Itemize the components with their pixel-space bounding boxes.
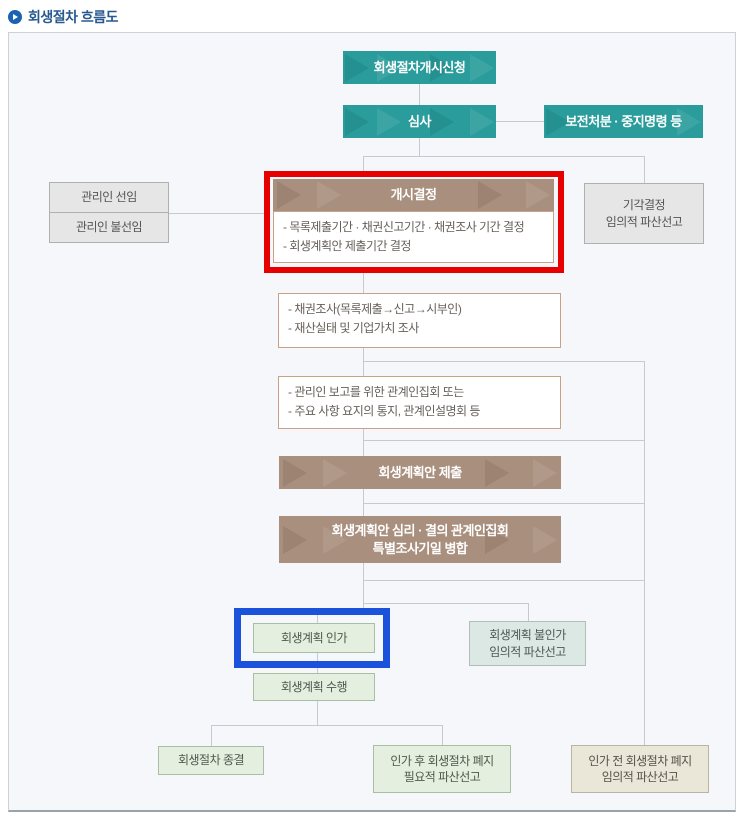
- node-label-line2: 임의적 파산선고: [605, 214, 683, 229]
- node-label-line2: 필요적 파산선고: [403, 770, 481, 784]
- connector-line: [442, 725, 443, 745]
- chevron-decoration: [485, 525, 509, 554]
- node-procedure-conclusion: 회생절차 종결: [158, 746, 264, 775]
- connector-line: [644, 361, 645, 745]
- node-plan-approval: 회생계획 인가: [253, 623, 375, 653]
- connector-line: [169, 213, 264, 214]
- connector-line: [211, 725, 443, 726]
- connector-line: [363, 503, 645, 504]
- connector-line: [363, 273, 364, 293]
- detail-item: - 관리인 보고를 위한 관계인집회 또는: [288, 385, 464, 399]
- node-plan-submission: 회생계획안 제출: [279, 456, 561, 489]
- chevron-decoration: [533, 525, 557, 554]
- chevron-decoration: [546, 107, 570, 136]
- chevron-decoration: [470, 107, 494, 136]
- node-preservation-order: 보전처분 · 중지명령 등: [544, 105, 703, 138]
- chevron-decoration: [323, 458, 347, 487]
- node-label: 회생계획 인가: [280, 630, 348, 645]
- node-label-line2: 임의적 파산선고: [601, 770, 679, 784]
- node-review: 심사: [343, 105, 496, 138]
- chevron-decoration: [283, 458, 307, 487]
- detail-item: - 회생계획안 제출기간 결정: [283, 239, 411, 254]
- chevron-decoration: [470, 53, 494, 82]
- connector-line: [363, 489, 364, 516]
- red-highlight-annotation: [264, 171, 564, 273]
- node-label: 개시결정: [390, 187, 437, 203]
- connector-line: [363, 580, 645, 581]
- node-commencement-application: 회생절차개시신청: [343, 51, 496, 84]
- chevron-decoration: [377, 107, 401, 136]
- page-title: 회생절차 흐름도: [28, 9, 119, 25]
- node-label-line1: 기각결정: [622, 198, 666, 213]
- detail-item: - 주요 사항 요지의 통지, 관계인설명회 등: [288, 404, 480, 419]
- commencement-decision-details: - 목록제출기간 · 채권신고기간 · 채권조사 기간 결정 - 회생계획안 제…: [273, 211, 554, 263]
- node-label-line2: 특별조사기일 병합: [372, 540, 468, 556]
- chevron-decoration: [345, 107, 369, 136]
- connector-line: [363, 156, 364, 171]
- connector-line: [363, 156, 645, 157]
- node-label: 관리인 선임: [81, 190, 137, 205]
- connector-line: [363, 603, 529, 604]
- chevron-decoration: [345, 53, 369, 82]
- node-label-line1: 인가 후 회생절차 폐지: [390, 753, 494, 768]
- chevron-decoration: [323, 525, 347, 554]
- node-label-line1: 회생계획 불인가: [489, 628, 566, 643]
- node-label: 회생절차 종결: [177, 753, 245, 768]
- page-header: 회생절차 흐름도: [8, 6, 119, 28]
- node-label: 보전처분 · 중지명령 등: [565, 113, 682, 129]
- chevron-decoration: [478, 181, 502, 209]
- claim-investigation-box: - 채권조사(목록제출→신고→시부인) - 재산실태 및 기업가치 조사: [278, 293, 561, 348]
- chevron-decoration: [677, 107, 701, 136]
- chevron-decoration: [430, 107, 454, 136]
- connector-line: [528, 603, 529, 621]
- node-label-line1: 회생계획안 심리 · 결의 관계인집회: [331, 522, 509, 538]
- node-label: 회생계획안 제출: [378, 464, 462, 480]
- node-plan-disapproval: 회생계획 불인가 임의적 파산선고: [469, 621, 586, 666]
- detail-item: - 채권조사(목록제출→신고→시부인): [288, 302, 462, 316]
- node-plan-execution: 회생계획 수행: [253, 673, 375, 701]
- chevron-decoration: [277, 181, 301, 209]
- node-plan-meeting: 회생계획안 심리 · 결의 관계인집회 특별조사기일 병합: [279, 516, 561, 563]
- flowchart-board: 회생절차개시신청 심사 보전처분 · 중지명령 등 관리인 선임 관리인 불선임…: [8, 32, 736, 812]
- connector-line: [363, 563, 364, 608]
- node-label: 관리인 불선임: [75, 220, 143, 235]
- custodian-report-box: - 관리인 보고를 위한 관계인집회 또는 - 주요 사항 요지의 통지, 관계…: [278, 376, 561, 429]
- detail-item: - 재산실태 및 기업가치 조사: [288, 321, 419, 336]
- node-commencement-decision: 개시결정: [273, 179, 554, 211]
- chevron-decoration: [317, 181, 341, 209]
- chevron-decoration: [526, 181, 550, 209]
- node-label-line1: 인가 전 회생절차 폐지: [588, 753, 692, 768]
- node-label: 회생계획 수행: [280, 679, 348, 694]
- chevron-decoration: [377, 53, 401, 82]
- connector-line: [363, 440, 645, 441]
- connector-line: [419, 84, 420, 105]
- node-abolition-after-approval: 인가 후 회생절차 폐지 필요적 파산선고: [373, 745, 511, 793]
- chevron-decoration: [430, 53, 454, 82]
- node-label-line2: 임의적 파산선고: [489, 644, 566, 659]
- connector-line: [363, 348, 364, 376]
- node-abolition-before-approval: 인가 전 회생절차 폐지 임의적 파산선고: [571, 745, 709, 793]
- connector-line: [363, 361, 645, 362]
- arrow-bullet-icon: [8, 10, 22, 24]
- connector-line: [419, 138, 420, 156]
- blue-highlight-annotation: [234, 608, 390, 668]
- connector-line: [317, 701, 318, 725]
- node-custodian-appointed: 관리인 선임: [49, 182, 169, 213]
- connector-line: [317, 608, 318, 623]
- node-custodian-not-appointed: 관리인 불선임: [49, 212, 169, 243]
- chevron-decoration: [533, 458, 557, 487]
- connector-line: [363, 429, 364, 456]
- connector-line: [644, 156, 645, 183]
- chevron-decoration: [283, 525, 307, 554]
- connector-line: [211, 725, 212, 746]
- detail-item: - 목록제출기간 · 채권신고기간 · 채권조사 기간 결정: [283, 220, 525, 234]
- node-label: 심사: [408, 113, 431, 129]
- node-rejection-decision: 기각결정 임의적 파산선고: [584, 183, 704, 244]
- arrow-glyph: [13, 13, 18, 20]
- chevron-decoration: [485, 458, 509, 487]
- node-label: 회생절차개시신청: [373, 59, 466, 75]
- connector-line: [496, 121, 544, 122]
